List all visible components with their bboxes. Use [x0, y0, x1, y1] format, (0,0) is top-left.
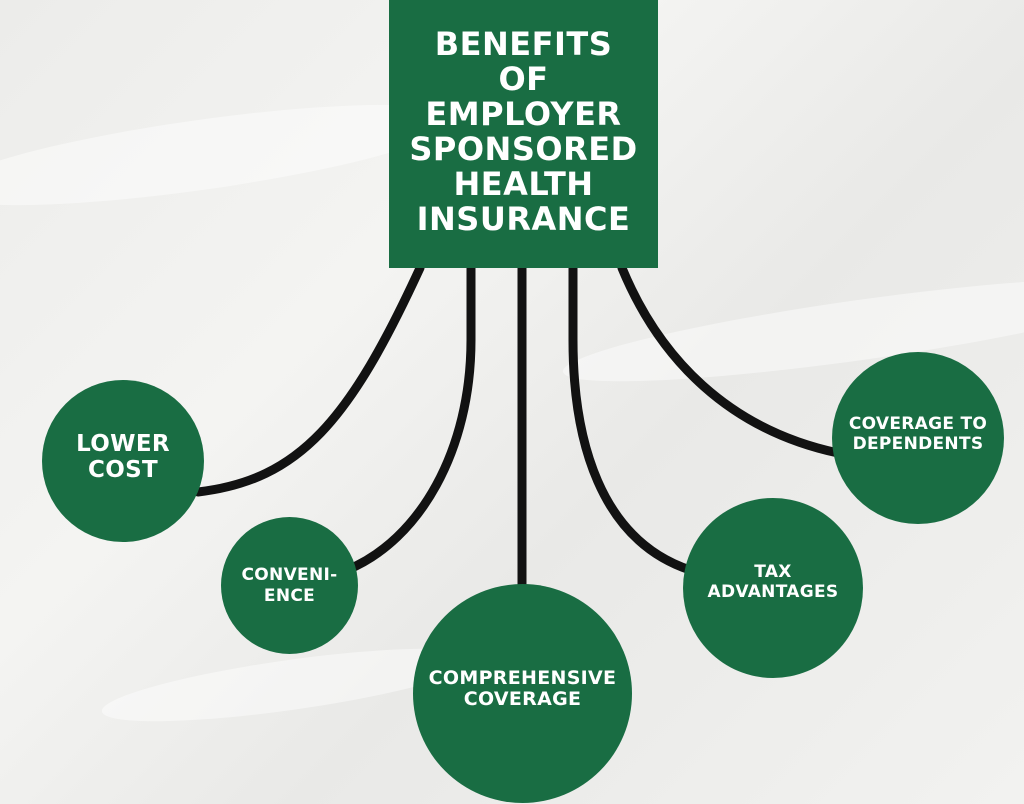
benefit-label: TAX ADVANTAGES [707, 562, 839, 602]
diagram-title: BENEFITS OF EMPLOYER SPONSORED HEALTH IN… [409, 25, 638, 238]
benefit-node-tax-advantages: TAX ADVANTAGES [683, 498, 863, 678]
benefit-node-comprehensive-coverage: COMPREHENSIVE COVERAGE [413, 584, 632, 803]
benefit-node-lower-cost: LOWER COST [42, 380, 204, 542]
connector-convenience [342, 263, 476, 575]
benefit-label: CONVENI- ENCE [241, 564, 338, 606]
title-box: BENEFITS OF EMPLOYER SPONSORED HEALTH IN… [389, 0, 658, 268]
connector-lower-cost [193, 263, 425, 497]
benefit-label: COMPREHENSIVE COVERAGE [428, 666, 617, 710]
benefit-node-coverage-to-dependents: COVERAGE TO DEPENDENTS [832, 352, 1004, 524]
benefit-label: LOWER COST [76, 431, 170, 483]
benefit-node-convenience: CONVENI- ENCE [221, 517, 358, 654]
benefit-label: COVERAGE TO DEPENDENTS [848, 414, 988, 454]
connector-tax [568, 263, 695, 575]
connector-dependents [617, 263, 843, 458]
